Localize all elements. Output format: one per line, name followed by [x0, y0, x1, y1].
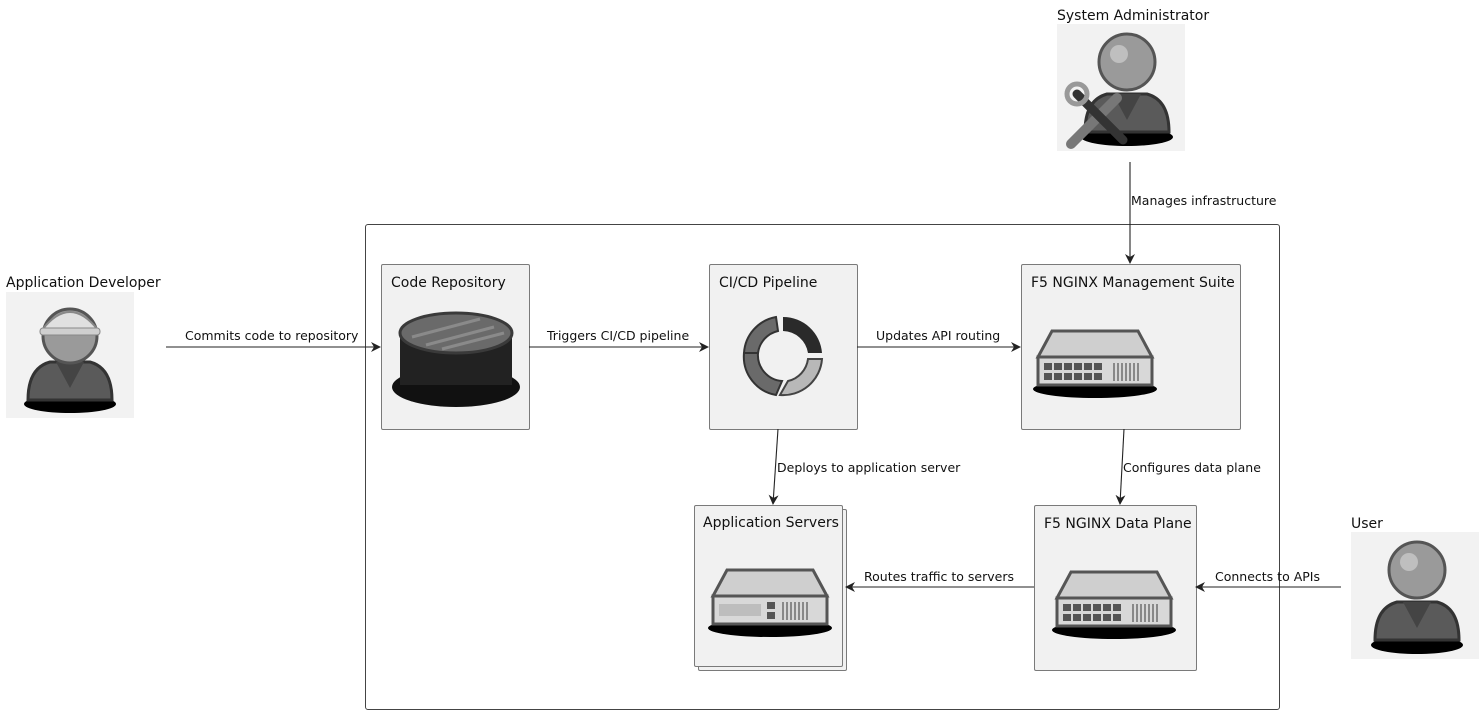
- edge-deploys: [768, 428, 779, 505]
- node-management-suite[interactable]: F5 NGINX Management Suite: [1021, 264, 1241, 430]
- edge-label-commits: Commits code to repository: [185, 328, 359, 343]
- actor-label-admin: System Administrator: [1057, 8, 1210, 24]
- node-code-repository[interactable]: Code Repository: [381, 264, 530, 430]
- actor-label-user: User: [1351, 516, 1383, 532]
- node-app-servers[interactable]: Application Servers: [694, 505, 843, 667]
- edge-label-connects: Connects to APIs: [1215, 569, 1320, 584]
- node-title: F5 NGINX Data Plane: [1044, 516, 1192, 532]
- refresh-cycle-icon: [742, 315, 824, 397]
- server-appliance-icon: [1033, 329, 1157, 398]
- node-title: Code Repository: [391, 275, 506, 291]
- node-data-plane[interactable]: F5 NGINX Data Plane: [1034, 505, 1197, 671]
- server-icon: [708, 568, 832, 637]
- edge-label-deploys: Deploys to application server: [777, 460, 961, 475]
- node-title: CI/CD Pipeline: [719, 275, 818, 291]
- edge-label-configures: Configures data plane: [1123, 460, 1261, 475]
- developer-avatar-icon[interactable]: [6, 292, 134, 418]
- edge-configures: [1115, 428, 1126, 505]
- node-title: Application Servers: [703, 515, 839, 531]
- admin-avatar-icon[interactable]: [1057, 24, 1185, 151]
- edge-label-routes: Routes traffic to servers: [864, 569, 1015, 584]
- edge-label-triggers: Triggers CI/CD pipeline: [547, 328, 690, 343]
- server-appliance-icon: [1052, 570, 1176, 639]
- actor-label-developer: Application Developer: [6, 275, 161, 291]
- user-avatar-icon[interactable]: [1351, 532, 1479, 659]
- node-cicd-pipeline[interactable]: CI/CD Pipeline: [709, 264, 858, 430]
- edge-label-updates: Updates API routing: [876, 328, 1001, 343]
- node-title: F5 NGINX Management Suite: [1031, 275, 1235, 291]
- edge-label-manages: Manages infrastructure: [1131, 193, 1277, 208]
- database-icon: [392, 311, 520, 407]
